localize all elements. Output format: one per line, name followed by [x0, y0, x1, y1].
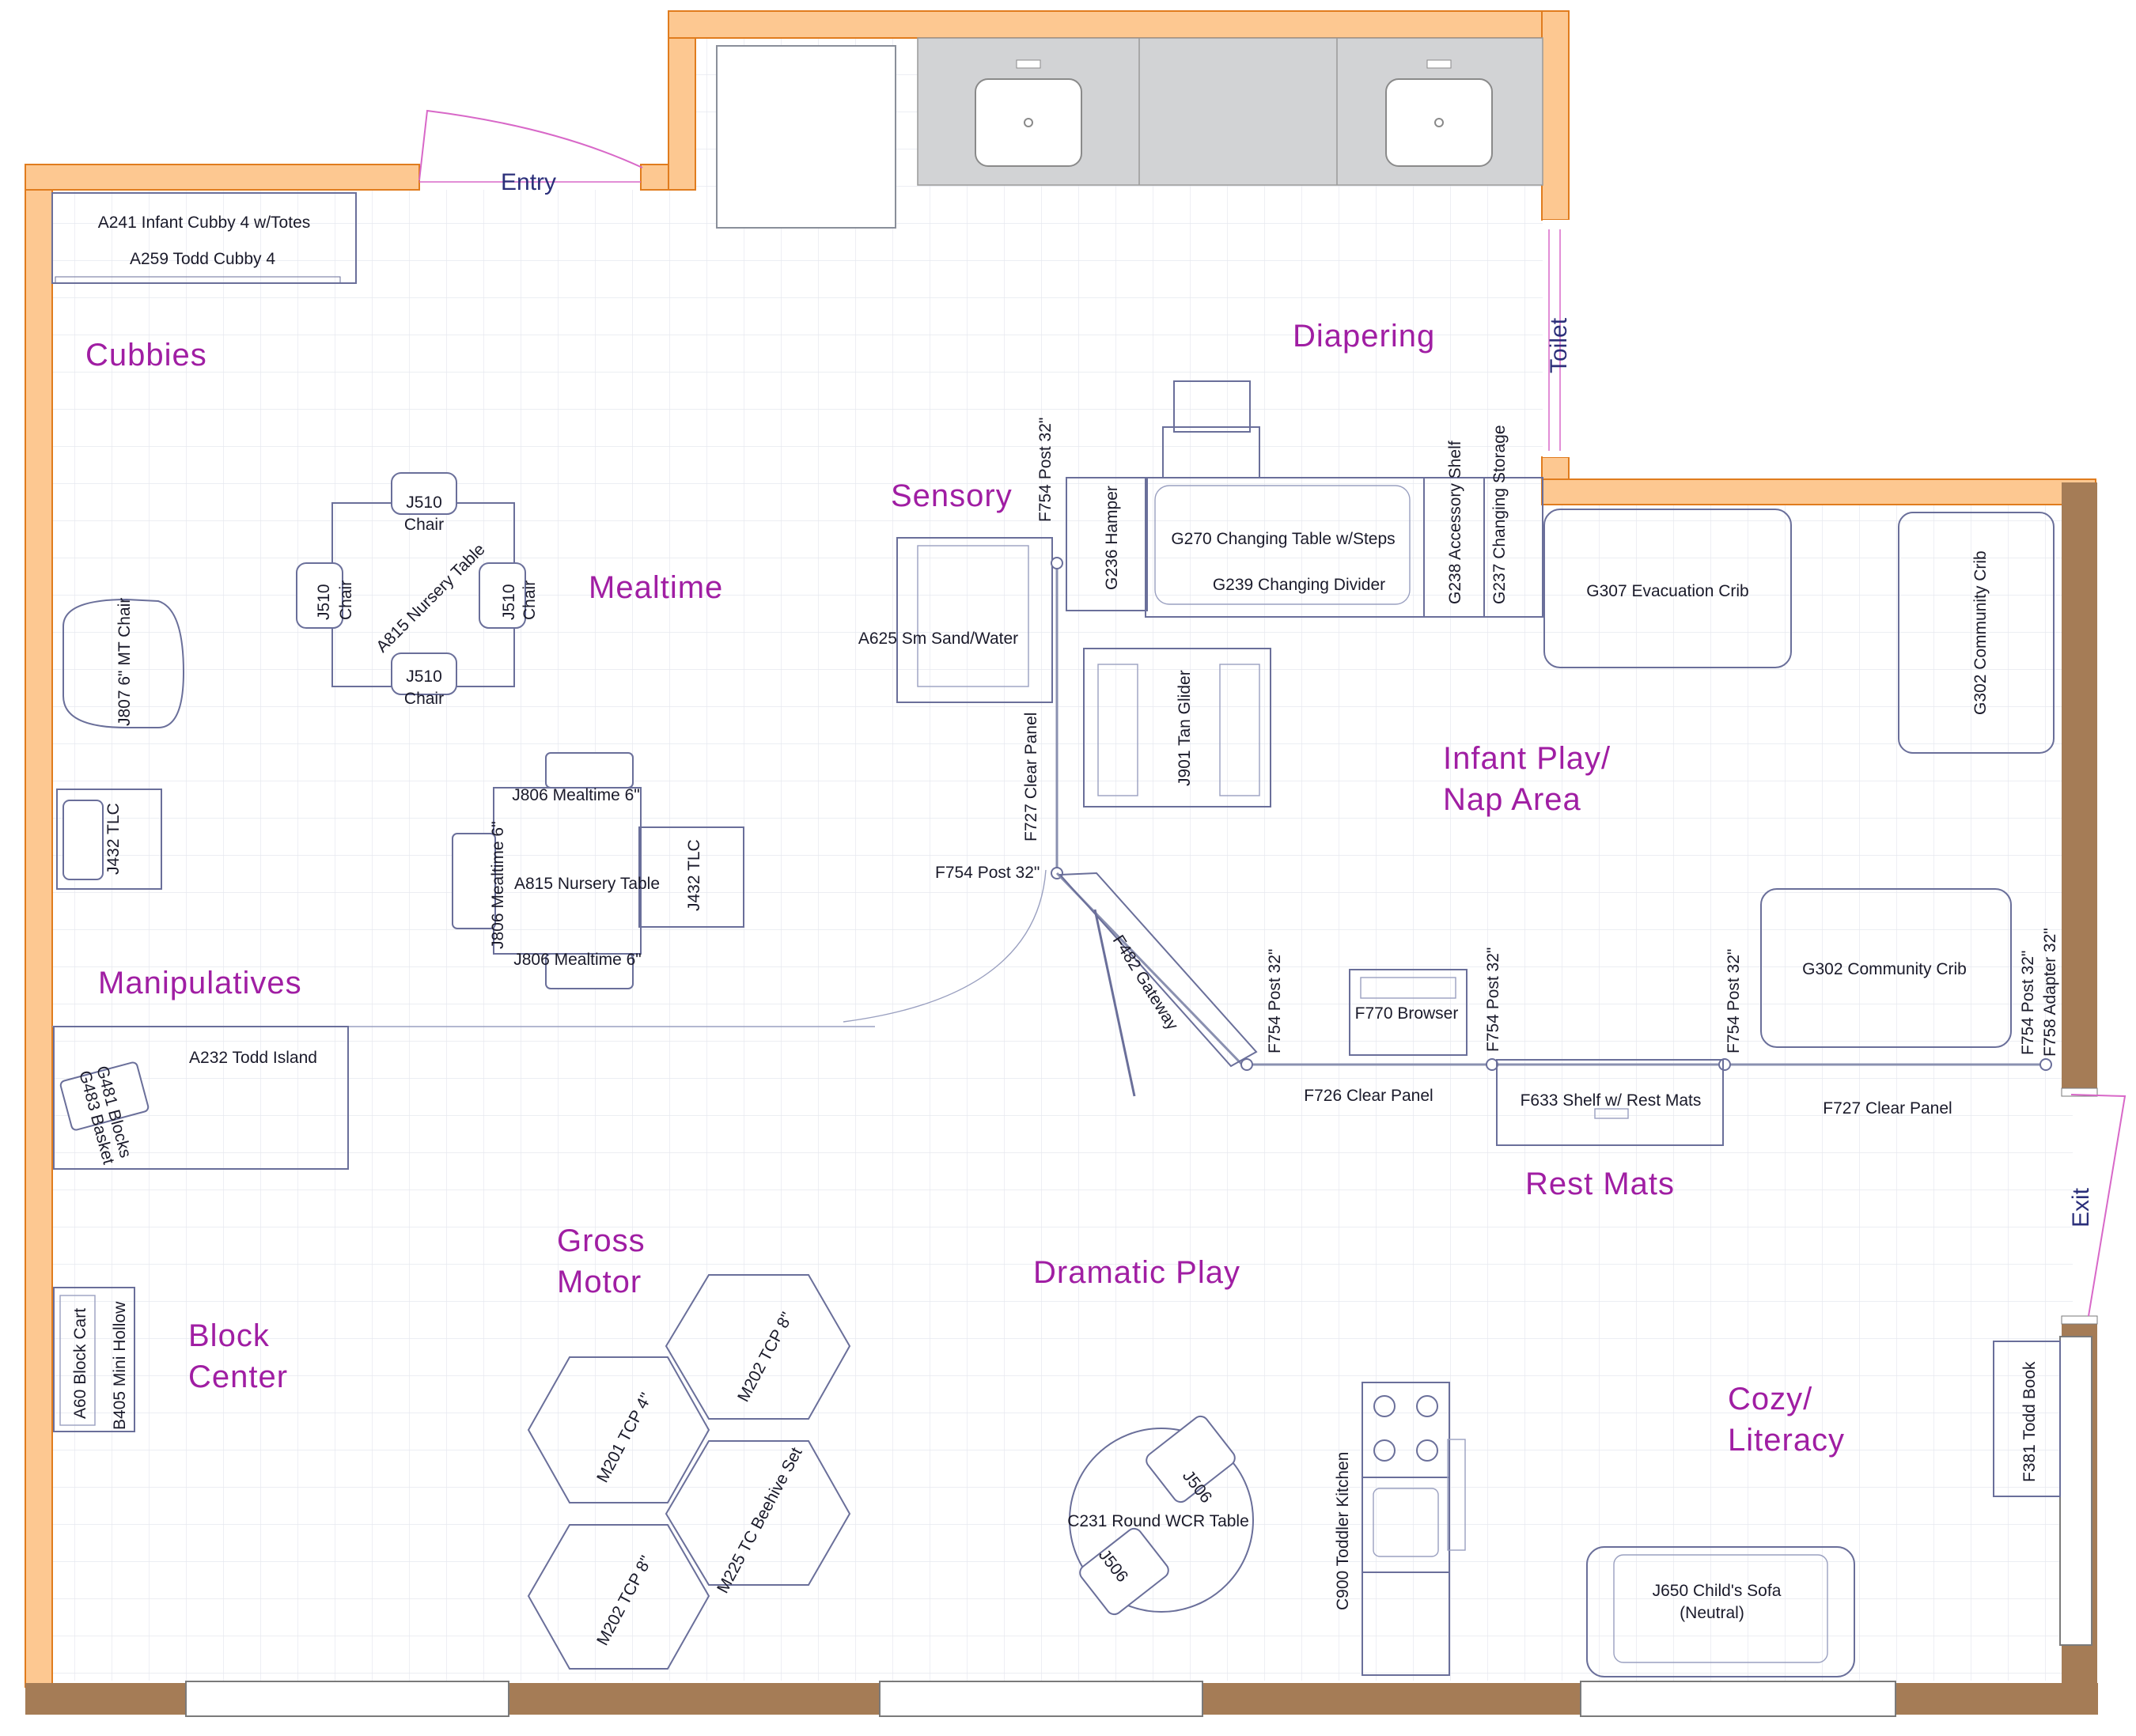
furniture-shapes — [51, 192, 2061, 1677]
label-f754-d: F754 Post 32" — [1484, 947, 1502, 1052]
label-j650-2: (Neutral) — [1680, 1604, 1744, 1622]
entry-label: Entry — [501, 169, 556, 195]
sink-left — [975, 78, 1082, 167]
label-g270: G270 Changing Table w/Steps — [1171, 530, 1395, 548]
label-a60: A60 Block Cart — [71, 1308, 89, 1419]
label-f754-f: F754 Post 32" — [2019, 951, 2037, 1055]
label-f726: F726 Clear Panel — [1304, 1087, 1433, 1105]
label-j510-bottom-1: J510 — [406, 668, 442, 686]
label-c231: C231 Round WCR Table — [1067, 1512, 1249, 1530]
sink-right — [1385, 78, 1493, 167]
label-a259: A259 Todd Cubby 4 — [130, 250, 275, 268]
label-j510-left-2: Chair — [337, 581, 355, 620]
zone-gross-motor-2: Motor — [557, 1265, 642, 1299]
label-b405: B405 Mini Hollow — [111, 1301, 129, 1430]
label-g238: G238 Accessory Shelf — [1446, 441, 1464, 604]
exit-door — [2070, 1094, 2127, 1317]
label-j510-top-2: Chair — [404, 516, 444, 534]
zone-rest-mats: Rest Mats — [1525, 1167, 1675, 1201]
zone-gross-motor-1: Gross — [557, 1224, 646, 1258]
zone-cozy-2: Literacy — [1728, 1423, 1845, 1458]
label-g302-b: G302 Community Crib — [1802, 960, 1967, 978]
zone-mealtime: Mealtime — [589, 570, 723, 605]
label-f754-a: F754 Post 32" — [1036, 418, 1055, 522]
entry-door — [418, 109, 643, 183]
label-a232: A232 Todd Island — [189, 1049, 317, 1067]
exit-label: Exit — [2068, 1187, 2094, 1227]
label-j510-bottom-2: Chair — [404, 690, 444, 708]
label-j806-bottom: J806 Mealtime 6" — [513, 951, 642, 969]
label-g302-a: G302 Community Crib — [1971, 550, 1990, 715]
zone-manipulatives: Manipulatives — [98, 966, 302, 1000]
label-f727-b: F727 Clear Panel — [1823, 1099, 1952, 1118]
zone-cubbies: Cubbies — [85, 338, 207, 373]
label-c900: C900 Toddler Kitchen — [1334, 1452, 1352, 1610]
label-j510-left-1: J510 — [315, 584, 333, 620]
label-a625: A625 Sm Sand/Water — [858, 630, 1018, 648]
zone-sensory: Sensory — [891, 478, 1013, 513]
label-f754-c: F754 Post 32" — [1266, 949, 1284, 1053]
label-g239: G239 Changing Divider — [1213, 576, 1385, 594]
zone-infant-play-1: Infant Play/ — [1443, 741, 1611, 776]
label-f754-e: F754 Post 32" — [1725, 949, 1743, 1053]
label-j432-a: J432 TLC — [104, 803, 123, 875]
zone-block-center-1: Block — [188, 1318, 270, 1353]
label-g236: G236 Hamper — [1103, 486, 1121, 590]
zone-diapering: Diapering — [1293, 319, 1435, 354]
label-f758: F758 Adapter 32" — [2041, 928, 2059, 1057]
bathroom-counter — [716, 37, 1543, 229]
zone-dramatic-play: Dramatic Play — [1033, 1255, 1240, 1290]
toilet-label: Toilet — [1546, 317, 1572, 373]
label-j510-top-1: J510 — [406, 494, 442, 512]
label-f754-b: F754 Post 32" — [935, 864, 1040, 882]
toilet-door — [1543, 220, 1570, 457]
label-g237: G237 Changing Storage — [1490, 425, 1509, 605]
zone-cozy-1: Cozy/ — [1728, 1382, 1812, 1416]
label-j807: J807 6" MT Chair — [116, 598, 134, 726]
zone-block-center-2: Center — [188, 1360, 288, 1394]
label-g307: G307 Evacuation Crib — [1586, 582, 1748, 600]
label-j806-top: J806 Mealtime 6" — [512, 786, 640, 804]
label-f633: F633 Shelf w/ Rest Mats — [1521, 1091, 1702, 1110]
label-j432-b: J432 TLC — [685, 839, 703, 911]
label-f770: F770 Browser — [1355, 1004, 1459, 1023]
label-j510-right-1: J510 — [500, 584, 518, 620]
label-j650-1: J650 Child's Sofa — [1653, 1582, 1782, 1600]
label-a241: A241 Infant Cubby 4 w/Totes — [98, 214, 311, 232]
label-j806-left: J806 Mealtime 6" — [489, 821, 507, 949]
label-f381: F381 Todd Book — [2020, 1361, 2039, 1482]
label-j901: J901 Tan Glider — [1176, 670, 1194, 786]
label-j510-right-2: Chair — [521, 581, 539, 620]
label-f727-a: F727 Clear Panel — [1022, 713, 1040, 842]
floor-area — [47, 32, 2073, 1681]
label-a815-b: A815 Nursery Table — [514, 875, 660, 893]
zone-infant-play-2: Nap Area — [1443, 782, 1581, 817]
